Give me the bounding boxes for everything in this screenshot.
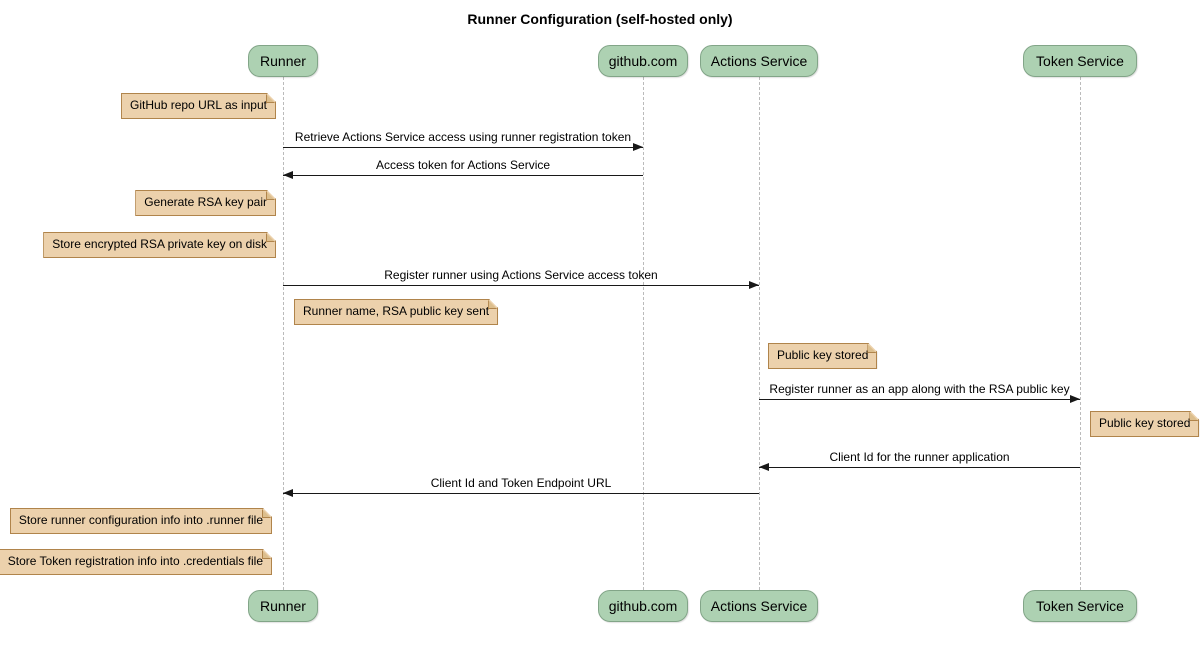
note: GitHub repo URL as input (121, 93, 276, 119)
fold-corner-icon (488, 300, 497, 309)
note-text: Store runner configuration info into .ru… (18, 513, 263, 527)
lifeline-runner (283, 77, 284, 590)
participant-actions-service-bottom: Actions Service (700, 590, 818, 622)
note-text: Generate RSA key pair (144, 195, 267, 209)
arrowhead-left-icon (759, 463, 769, 471)
message-line (283, 171, 643, 179)
message-line (759, 463, 1080, 471)
arrowhead-left-icon (283, 171, 293, 179)
note: Store Token registration info into .cred… (0, 549, 272, 575)
arrowhead-right-icon (749, 281, 759, 289)
note-text: Store encrypted RSA private key on disk (52, 237, 267, 251)
fold-corner-icon (266, 191, 275, 200)
message-label: Retrieve Actions Service access using ru… (294, 130, 632, 144)
note: Public key stored (1090, 411, 1199, 437)
message: Access token for Actions Service (283, 158, 643, 179)
message: Register runner using Actions Service ac… (283, 268, 759, 289)
note-text: Store Token registration info into .cred… (7, 554, 263, 568)
diagram-title: Runner Configuration (self-hosted only) (467, 11, 733, 27)
note-text: Public key stored (1099, 416, 1191, 430)
lifeline-token-service (1080, 77, 1081, 590)
note-text: Public key stored (777, 348, 869, 362)
participant-actions-service-top: Actions Service (700, 45, 818, 77)
fold-corner-icon (266, 233, 275, 242)
fold-corner-icon (266, 94, 275, 103)
message-line (759, 395, 1080, 403)
message-label: Register runner using Actions Service ac… (384, 268, 658, 282)
participant-github-top: github.com (598, 45, 688, 77)
message: Client Id and Token Endpoint URL (283, 476, 759, 497)
message: Client Id for the runner application (759, 450, 1080, 471)
participant-token-service-bottom: Token Service (1023, 590, 1137, 622)
note: Store runner configuration info into .ru… (10, 508, 272, 534)
fold-corner-icon (1189, 412, 1198, 421)
note: Public key stored (768, 343, 877, 369)
fold-corner-icon (867, 344, 876, 353)
fold-corner-icon (262, 509, 271, 518)
lifeline-github (643, 77, 644, 590)
message-line (283, 489, 759, 497)
participant-token-service-top: Token Service (1023, 45, 1137, 77)
note: Runner name, RSA public key sent (294, 299, 498, 325)
message: Retrieve Actions Service access using ru… (283, 130, 643, 151)
note: Generate RSA key pair (135, 190, 276, 216)
arrowhead-left-icon (283, 489, 293, 497)
fold-corner-icon (262, 550, 271, 559)
participant-runner-bottom: Runner (248, 590, 318, 622)
message-line (283, 281, 759, 289)
message-line (283, 143, 643, 151)
message: Register runner as an app along with the… (759, 382, 1080, 403)
note-text: Runner name, RSA public key sent (303, 304, 490, 318)
lifeline-actions-service (759, 77, 760, 590)
arrowhead-right-icon (1070, 395, 1080, 403)
message-label: Client Id for the runner application (829, 450, 1010, 464)
arrowhead-right-icon (633, 143, 643, 151)
participant-runner-top: Runner (248, 45, 318, 77)
message-label: Register runner as an app along with the… (769, 382, 1070, 396)
participant-github-bottom: github.com (598, 590, 688, 622)
note-text: GitHub repo URL as input (130, 98, 267, 112)
note: Store encrypted RSA private key on disk (43, 232, 276, 258)
message-label: Client Id and Token Endpoint URL (430, 476, 612, 490)
message-label: Access token for Actions Service (375, 158, 551, 172)
